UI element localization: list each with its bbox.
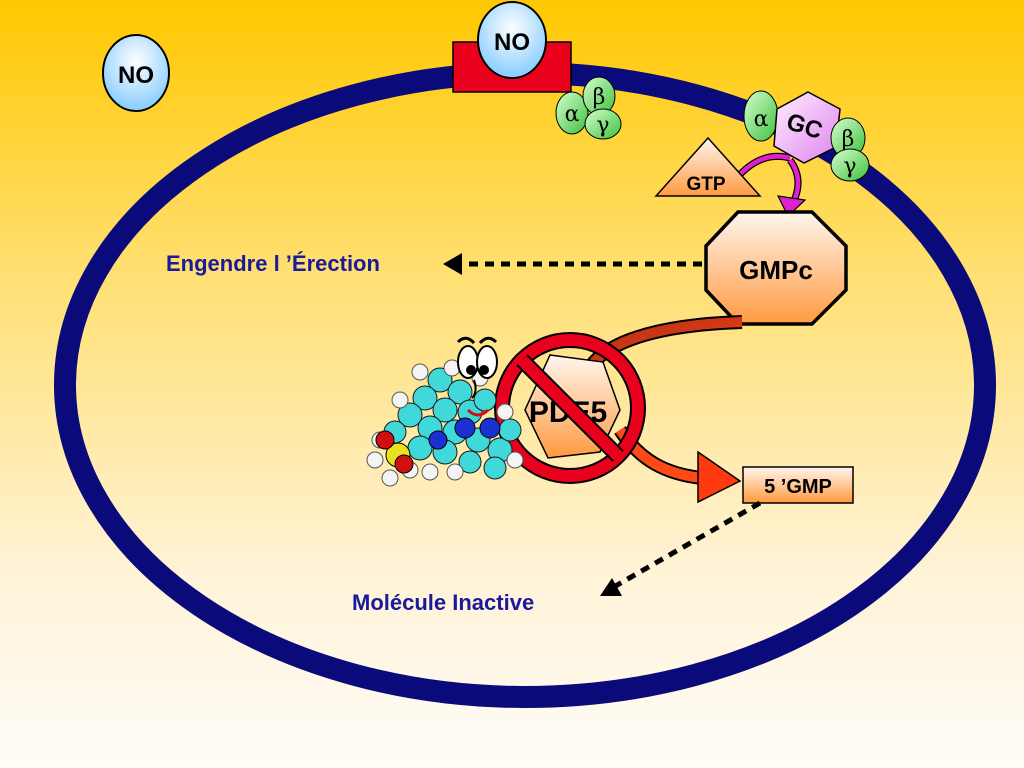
inhibitor-molecule-icon [366, 336, 524, 487]
beta-subunit-left: β [593, 85, 606, 110]
no-free-label: NO [118, 62, 154, 89]
gamma-subunit-right: γ [843, 154, 856, 179]
guanylate-cyclase-complex: α GC β γ [743, 90, 870, 182]
alpha-subunit-left: α [565, 102, 580, 127]
no-molecule-free: NO [102, 34, 170, 112]
alpha-subunit-right: α [754, 107, 769, 132]
inactive-arrow-head [600, 578, 622, 596]
inactive-arrow [610, 500, 762, 591]
gmpc-node: GMPc [704, 210, 848, 326]
g-protein-left: α β γ [555, 76, 622, 140]
gmp-label: 5 ’GMP [764, 476, 832, 498]
gmpc-label: GMPc [739, 255, 813, 285]
gmp-product: 5 ’GMP [742, 466, 854, 504]
gtp-substrate: GTP [654, 136, 762, 197]
erection-outcome-label: Engendre l ’Érection [166, 251, 380, 276]
no-receptor-label: NO [494, 29, 530, 56]
gc-conversion-arrow [732, 152, 807, 217]
gamma-subunit-left: γ [596, 113, 609, 138]
gtp-label: GTP [686, 174, 725, 195]
erection-arrow-head [443, 253, 462, 275]
inactive-outcome-label: Molécule Inactive [352, 590, 534, 615]
beta-subunit-right: β [842, 127, 855, 152]
no-receptor: NO [452, 1, 572, 93]
